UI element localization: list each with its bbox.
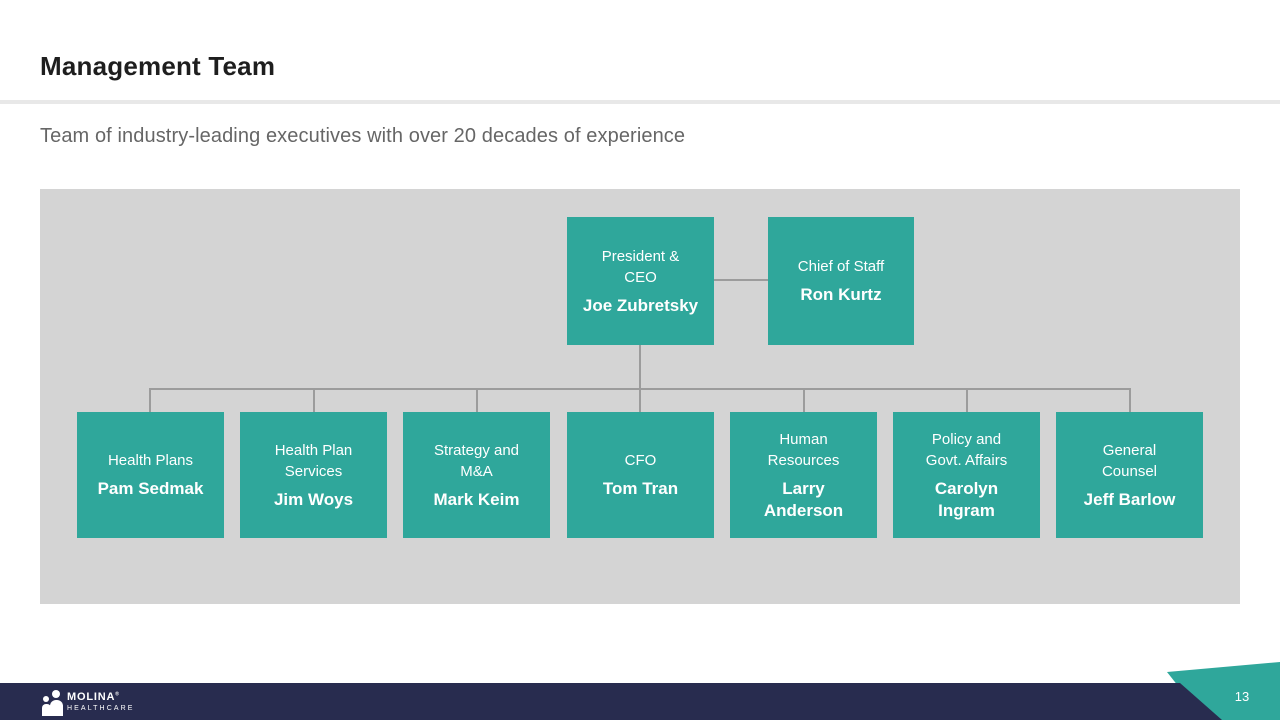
slide-subtitle: Team of industry-leading executives with…: [40, 125, 686, 147]
connector-drop: [966, 390, 968, 412]
registered-mark: ®: [115, 691, 120, 698]
connector-drop: [313, 390, 315, 412]
org-node-name: Mark Keim: [433, 489, 520, 509]
logo-text: MOLINA® HEALTHCARE: [67, 691, 135, 713]
org-node-name: Pam Sedmak: [97, 479, 204, 499]
org-node-role: Health Plans: [107, 452, 194, 470]
org-node-human-resources: Human Resources Larry Anderson: [730, 412, 877, 538]
logo-name: MOLINA®: [67, 691, 120, 703]
logo-subname: HEALTHCARE: [67, 705, 135, 712]
molina-healthcare-logo: MOLINA® HEALTHCARE: [42, 688, 135, 716]
org-node-name: Jeff Barlow: [1083, 489, 1176, 509]
connector-drop: [803, 390, 805, 412]
org-node-role: Human Resources: [767, 431, 840, 470]
org-node-name: Larry Anderson: [763, 479, 844, 520]
org-node-president-ceo: President & CEO Joe Zubretsky: [567, 217, 714, 345]
org-node-general-counsel: General Counsel Jeff Barlow: [1056, 412, 1203, 538]
org-node-name: Joe Zubretsky: [582, 295, 699, 315]
connector-drop: [149, 390, 151, 412]
org-node-health-plans: Health Plans Pam Sedmak: [77, 412, 224, 538]
org-node-role: Health Plan Services: [274, 441, 353, 480]
org-node-role: CFO: [624, 452, 657, 470]
org-node-name: Jim Woys: [273, 489, 354, 509]
org-node-name: Ron Kurtz: [800, 285, 882, 305]
org-node-role: Chief of Staff: [797, 258, 885, 276]
footer-navy-bar: [0, 683, 1222, 720]
slide-page-number: 13: [1234, 689, 1250, 704]
org-node-role: President & CEO: [601, 247, 680, 286]
org-node-health-plan-services: Health Plan Services Jim Woys: [240, 412, 387, 538]
connector-ceo-drop: [639, 345, 641, 388]
connector-drop: [1129, 390, 1131, 412]
org-node-chief-of-staff: Chief of Staff Ron Kurtz: [768, 217, 914, 345]
org-node-cfo: CFO Tom Tran: [567, 412, 714, 538]
header-divider: [0, 100, 1280, 104]
connector-ceo-chief: [714, 279, 768, 281]
org-node-name: Tom Tran: [602, 479, 679, 499]
molina-people-icon: [42, 689, 65, 716]
page-title: Management Team: [40, 51, 276, 81]
org-node-role: Policy and Govt. Affairs: [925, 431, 1008, 470]
org-node-role: General Counsel: [1101, 441, 1158, 480]
connector-horizontal-main: [149, 388, 1131, 390]
org-node-strategy-ma: Strategy and M&A Mark Keim: [403, 412, 550, 538]
org-node-role: Strategy and M&A: [433, 441, 520, 480]
org-node-policy-govt-affairs: Policy and Govt. Affairs Carolyn Ingram: [893, 412, 1040, 538]
footer-band: [0, 662, 1280, 720]
org-chart-panel: President & CEO Joe Zubretsky Chief of S…: [40, 189, 1240, 604]
connector-drop: [476, 390, 478, 412]
connector-drop: [639, 390, 641, 412]
org-node-name: Carolyn Ingram: [934, 479, 999, 520]
